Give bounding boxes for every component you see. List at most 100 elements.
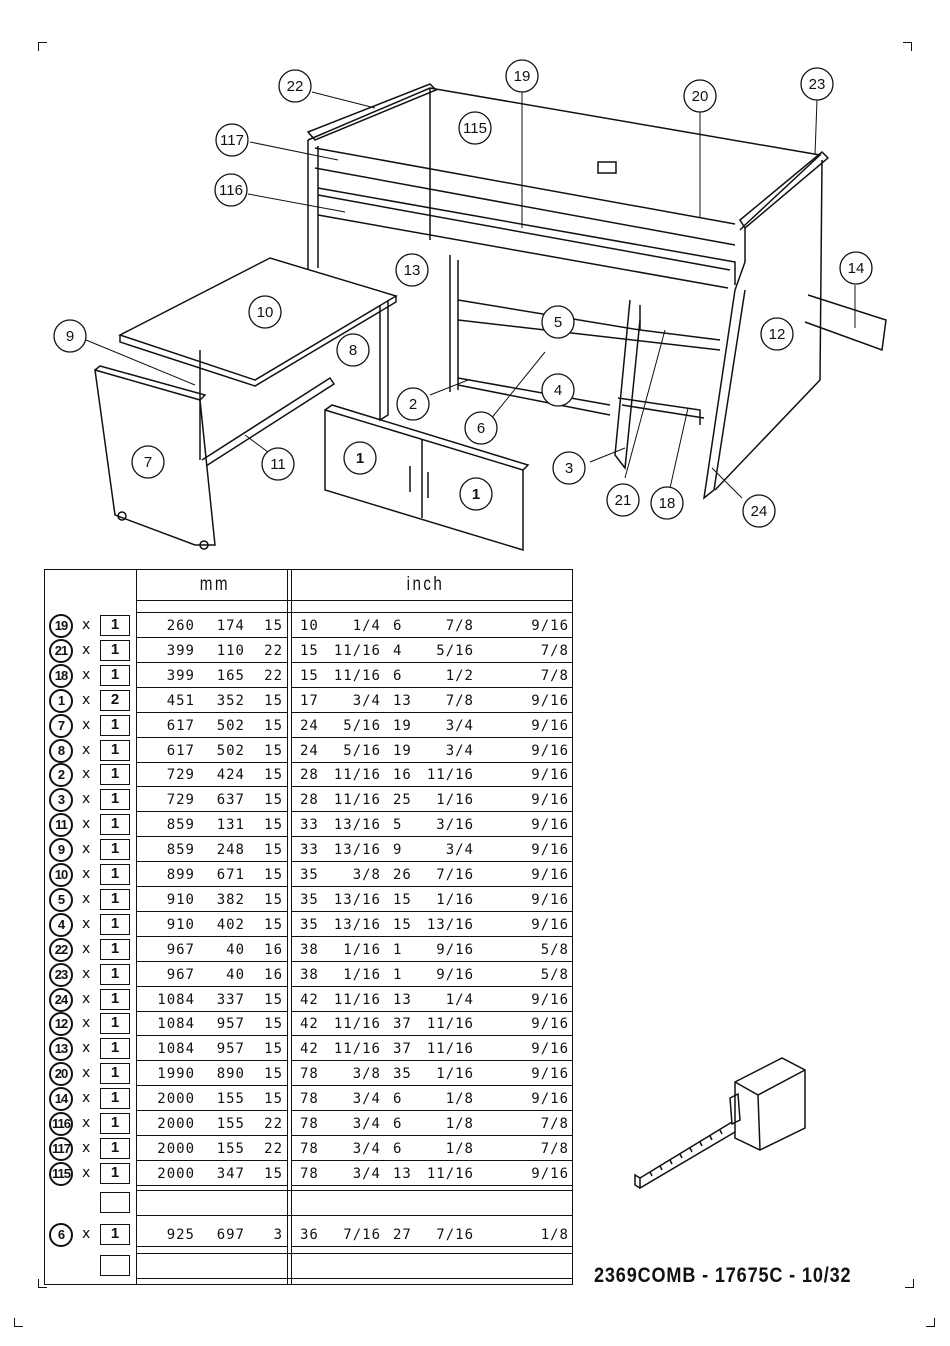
mm-dimension: 3 bbox=[249, 1224, 287, 1247]
mm-dimension: 957 bbox=[199, 1013, 249, 1037]
quantity: 1 bbox=[100, 1013, 130, 1035]
inch-whole: 35 bbox=[300, 867, 319, 883]
crop-mark-top-left bbox=[38, 42, 47, 51]
mm-dimension: 451 bbox=[137, 690, 199, 713]
part-number: 3 bbox=[49, 788, 73, 813]
inch-fraction: 11/16 bbox=[333, 991, 381, 1008]
inch-fraction: 7/16 bbox=[436, 1227, 474, 1243]
mm-dimension: 110 bbox=[199, 640, 249, 663]
mm-dimension: 15 bbox=[249, 1063, 287, 1087]
inch-dimension: 9/16 bbox=[478, 740, 573, 763]
mm-dimension: 155 bbox=[199, 1113, 249, 1136]
times-sign: x bbox=[82, 866, 91, 882]
mm-dimension: 617 bbox=[137, 715, 199, 738]
mm-dimension: 15 bbox=[249, 764, 287, 788]
inch-whole: 35 bbox=[300, 891, 319, 908]
callout-circle bbox=[541, 373, 575, 407]
inch-whole: 78 bbox=[300, 1116, 319, 1132]
times-sign: x bbox=[82, 766, 91, 783]
inch-fraction: 7/16 bbox=[343, 1227, 381, 1243]
inch-whole: 13 bbox=[393, 692, 412, 709]
inch-dimension: 9/16 bbox=[478, 1038, 573, 1062]
inch-whole: 78 bbox=[300, 1165, 319, 1182]
mm-dimension: 248 bbox=[199, 839, 249, 863]
table-divider bbox=[136, 600, 573, 601]
mm-dimension: 967 bbox=[137, 964, 199, 987]
desk-drawing bbox=[94, 257, 398, 550]
inch-dimension: 9/16 bbox=[478, 914, 573, 937]
part-number: 10 bbox=[49, 863, 73, 887]
bed-frame-drawing bbox=[306, 83, 887, 500]
quantity: 1 bbox=[100, 1113, 130, 1134]
part-number: 116 bbox=[49, 1112, 73, 1136]
times-sign: x bbox=[82, 940, 91, 957]
mm-dimension: 16 bbox=[249, 964, 287, 987]
inch-whole: 35 bbox=[300, 916, 319, 933]
callout-circle bbox=[248, 295, 282, 329]
door-panels-drawing bbox=[324, 404, 530, 552]
quantity: 1 bbox=[100, 913, 130, 935]
callout-circle bbox=[395, 253, 429, 287]
inch-whole: 6 bbox=[393, 1091, 403, 1108]
inch-dimension: 7/8 bbox=[478, 640, 573, 663]
times-sign: x bbox=[82, 915, 91, 932]
callout-label: 2 bbox=[409, 396, 417, 413]
part-number: 13 bbox=[49, 1037, 73, 1062]
table-divider bbox=[136, 612, 573, 613]
inch-fraction: 3/4 bbox=[352, 692, 381, 709]
callout-circle bbox=[458, 111, 492, 145]
mm-dimension: 399 bbox=[137, 665, 199, 688]
mm-dimension: 859 bbox=[137, 814, 199, 838]
inch-dimension: 9/16 bbox=[478, 1013, 573, 1037]
quantity: 1 bbox=[100, 839, 130, 861]
inch-whole: 37 bbox=[393, 1041, 412, 1058]
inch-fraction: 3/16 bbox=[436, 817, 474, 834]
times-sign: x bbox=[82, 965, 91, 982]
inch-dimension: 9/16 bbox=[478, 764, 573, 788]
inch-whole: 16 bbox=[393, 767, 412, 784]
callout-circle bbox=[53, 319, 87, 353]
mm-dimension: 165 bbox=[199, 665, 249, 688]
callout-label: 11 bbox=[270, 456, 286, 473]
callout-label: 1 bbox=[472, 486, 480, 503]
mm-dimension: 2000 bbox=[137, 1088, 199, 1112]
inch-whole: 13 bbox=[393, 991, 412, 1008]
mm-dimension: 260 bbox=[137, 615, 199, 638]
callout-label: 10 bbox=[257, 304, 274, 321]
quantity: 1 bbox=[100, 1162, 130, 1184]
mm-dimension: 15 bbox=[249, 889, 287, 912]
part-number: 7 bbox=[49, 713, 73, 738]
callout-label: 1 bbox=[356, 450, 364, 467]
inch-whole: 33 bbox=[300, 817, 319, 834]
inch-whole: 6 bbox=[393, 618, 403, 634]
mm-dimension: 402 bbox=[199, 914, 249, 937]
inch-fraction: 1/16 bbox=[436, 792, 474, 809]
part-number: 23 bbox=[49, 962, 73, 987]
mm-dimension: 15 bbox=[249, 690, 287, 713]
mm-dimension: 502 bbox=[199, 715, 249, 738]
part-number: 11 bbox=[49, 813, 73, 838]
mm-dimension: 1990 bbox=[137, 1063, 199, 1087]
inch-fraction: 9/16 bbox=[436, 966, 474, 983]
inch-whole: 78 bbox=[300, 1066, 319, 1083]
inch-fraction: 11/16 bbox=[333, 792, 381, 809]
quantity: 1 bbox=[100, 814, 130, 836]
inch-fraction: 11/16 bbox=[426, 1041, 474, 1058]
